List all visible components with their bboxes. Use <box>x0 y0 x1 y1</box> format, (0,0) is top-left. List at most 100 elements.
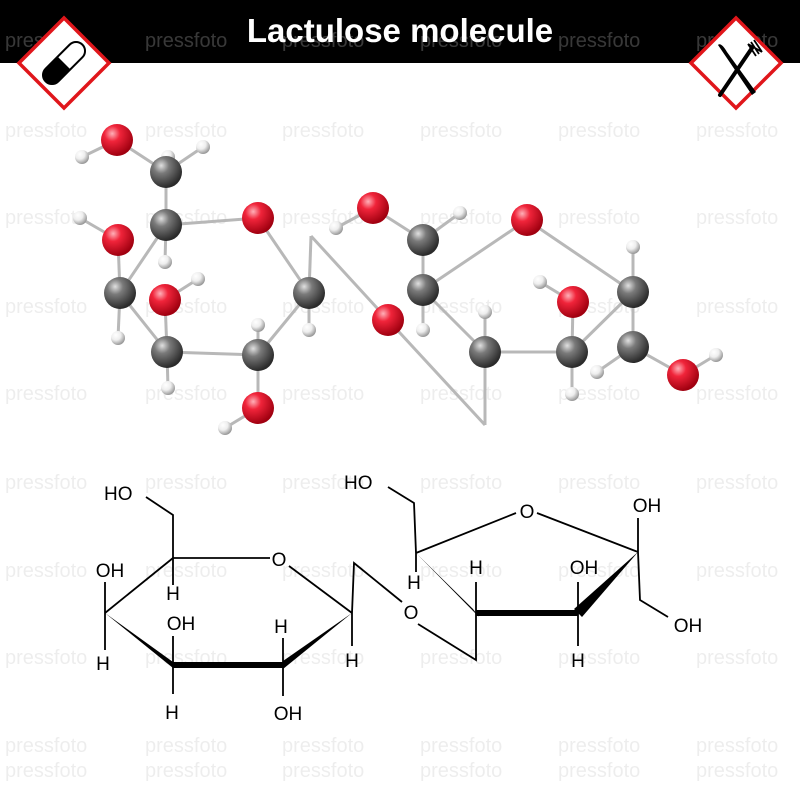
hydrogen-atom <box>302 323 316 337</box>
watermark: pressfoto <box>5 760 88 782</box>
fructose-c2-oh-label: OH <box>633 496 662 517</box>
fructose-c4-h-label: H <box>469 558 483 579</box>
carbon-atom <box>407 224 439 256</box>
fructose-c6-ho-label: HO <box>344 473 373 494</box>
structural-formula <box>104 486 669 696</box>
watermark: pressfoto <box>145 760 228 782</box>
watermark: pressfoto <box>696 383 779 405</box>
carbon-atom <box>293 277 325 309</box>
hydrogen-atom <box>626 240 640 254</box>
oxygen-atom <box>242 392 274 424</box>
watermark: pressfoto <box>282 30 365 52</box>
carbon-atom <box>617 331 649 363</box>
watermark: pressfoto <box>696 472 779 494</box>
watermark: pressfoto <box>282 120 365 142</box>
title-bar: pressfotopressfotopressfotopressfotopres… <box>0 0 800 63</box>
watermark: pressfoto <box>558 207 641 229</box>
carbon-atom <box>104 277 136 309</box>
hydrogen-atom <box>453 206 467 220</box>
watermark: pressfoto <box>145 472 228 494</box>
glucose-ring-oxygen-label: O <box>272 550 287 571</box>
watermark: pressfoto <box>5 472 88 494</box>
ball-and-stick-model <box>73 124 723 435</box>
watermark: pressfoto <box>696 735 779 757</box>
oxygen-atom <box>357 192 389 224</box>
hydrogen-atom <box>218 421 232 435</box>
hydrogen-atom <box>196 140 210 154</box>
glucose-c3-h-label: H <box>165 703 179 724</box>
carbon-atom <box>151 336 183 368</box>
hydrogen-atom <box>478 305 492 319</box>
formula-labels: HO O OH H H OH H H OH H O HO O OH OH H H… <box>96 473 703 725</box>
fructose-c3-h-label: H <box>571 651 585 672</box>
hydrogen-atom <box>709 348 723 362</box>
hydrogen-atom <box>73 211 87 225</box>
glucose-c4-oh-label: OH <box>96 561 125 582</box>
oxygen-atom <box>511 204 543 236</box>
watermark: pressfoto <box>558 560 641 582</box>
watermark: pressfoto <box>558 383 641 405</box>
watermark: pressfoto <box>5 560 88 582</box>
watermark: pressfoto <box>420 760 503 782</box>
watermark: pressfoto <box>558 735 641 757</box>
watermark: pressfoto <box>420 120 503 142</box>
watermark: pressfoto <box>5 735 88 757</box>
watermark: pressfoto <box>145 30 228 52</box>
oxygen-atom <box>667 359 699 391</box>
hydrogen-atom <box>533 275 547 289</box>
watermark: pressfoto <box>420 30 503 52</box>
hydrogen-atom <box>161 381 175 395</box>
carbon-atom <box>407 274 439 306</box>
watermark: pressfoto <box>145 120 228 142</box>
hydrogen-atom <box>329 221 343 235</box>
glucose-c6-ho-label: HO <box>104 484 133 505</box>
carbon-atom <box>469 336 501 368</box>
oxygen-atom <box>149 284 181 316</box>
watermark: pressfoto <box>282 472 365 494</box>
watermark: pressfoto <box>696 120 779 142</box>
carbon-atom <box>617 276 649 308</box>
fructose-ring-oxygen-label: O <box>520 502 535 523</box>
oxygen-atom <box>101 124 133 156</box>
watermark: pressfoto <box>420 560 503 582</box>
watermark: pressfoto <box>558 30 641 52</box>
glucose-c2-h-label: H <box>274 617 288 638</box>
watermark: pressfoto <box>420 472 503 494</box>
watermark: pressfoto <box>420 735 503 757</box>
glucose-c3-oh-label: OH <box>167 614 196 635</box>
glucose-c4-h-label: H <box>96 654 110 675</box>
watermark: pressfoto <box>696 296 779 318</box>
bond <box>309 234 390 322</box>
fructose-c5-h-label: H <box>407 573 421 594</box>
watermark: pressfoto <box>145 735 228 757</box>
watermark: pressfoto <box>5 296 88 318</box>
watermark: pressfoto <box>5 120 88 142</box>
hydrogen-atom <box>158 255 172 269</box>
bond <box>422 218 528 292</box>
carbon-atom <box>556 336 588 368</box>
bond <box>386 318 487 427</box>
watermark: pressfoto <box>558 472 641 494</box>
oxygen-atom <box>372 304 404 336</box>
oxygen-atom <box>242 202 274 234</box>
watermark: pressfoto <box>696 560 779 582</box>
bond <box>526 218 634 294</box>
hydrogen-atom <box>565 387 579 401</box>
carbon-atom <box>242 339 274 371</box>
hydrogen-atom <box>75 150 89 164</box>
watermark: pressfoto <box>696 760 779 782</box>
carbon-atom <box>150 156 182 188</box>
watermark: pressfoto <box>558 120 641 142</box>
page-title: Lactulose molecule <box>246 12 554 49</box>
watermark: pressfoto <box>558 647 641 669</box>
hydrogen-atom <box>590 365 604 379</box>
glucose-c1-h-label: H <box>345 651 359 672</box>
oxygen-atom <box>557 286 589 318</box>
watermark: pressfoto <box>420 647 503 669</box>
watermark: pressfoto <box>5 647 88 669</box>
glucose-c2-oh-label: OH <box>274 704 303 725</box>
fructose-c3-oh-label: OH <box>570 558 599 579</box>
watermark: pressfoto <box>696 647 779 669</box>
